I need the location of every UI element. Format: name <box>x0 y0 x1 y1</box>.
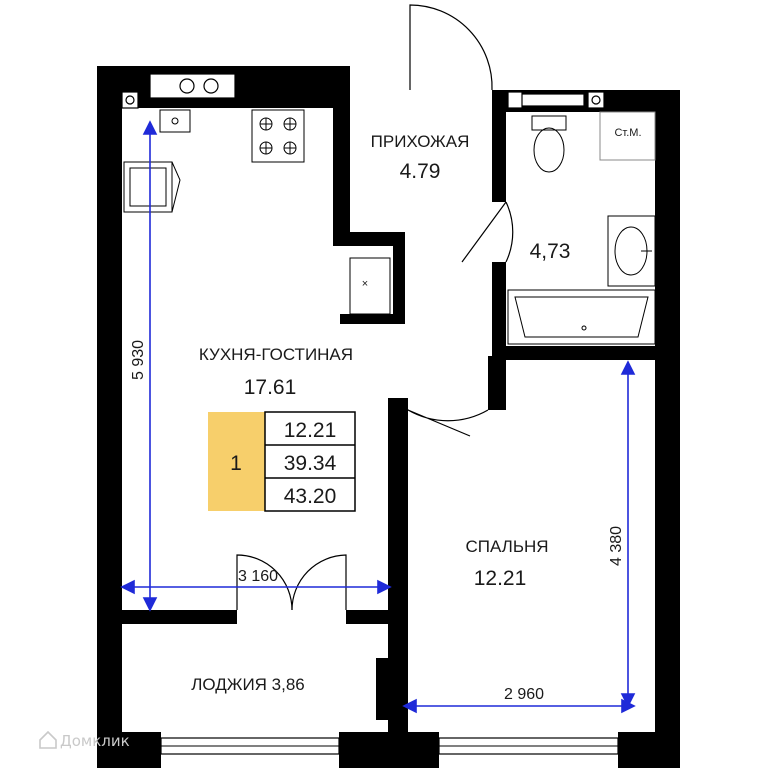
dim-bedroom-height: 4 380 <box>608 526 625 566</box>
kitchen-living-name: КУХНЯ-ГОСТИНАЯ <box>199 345 353 364</box>
washer <box>599 111 656 161</box>
wall-bedroom-left <box>388 398 408 768</box>
bedroom-door <box>407 409 489 437</box>
kitchen-living-area: 17.61 <box>244 376 297 399</box>
bath-sink <box>607 215 656 287</box>
house-icon <box>39 730 57 749</box>
stove-burner-top <box>179 78 195 94</box>
window-sills <box>161 745 618 747</box>
wall-bedroom-door-right <box>488 356 506 410</box>
fridge <box>123 161 173 213</box>
wall-bath-hall-lower <box>492 262 506 354</box>
dim-bedroom-width: 2 960 <box>504 686 544 703</box>
dimension-lines <box>120 120 636 714</box>
area-wo-loggia: 39.34 <box>284 452 337 475</box>
wall-loggia-block <box>376 658 392 720</box>
wall-bottom-right <box>618 732 680 768</box>
wall-right <box>655 90 680 768</box>
walls <box>97 66 680 768</box>
entrance-door <box>409 4 493 91</box>
wall-niche-right <box>393 232 405 324</box>
windows <box>121 73 619 755</box>
vent-box-bath-1 <box>507 91 523 109</box>
dim-kitchen-height: 5 930 <box>130 340 147 380</box>
washer-label: Ст.М. <box>614 127 641 139</box>
toilet-tank <box>531 115 567 131</box>
wall-left <box>97 66 122 768</box>
bedroom-area: 12.21 <box>474 567 527 590</box>
watermark: Домклик <box>39 730 130 750</box>
watermark-text: Домклик <box>60 732 130 750</box>
living-area: 12.21 <box>284 419 337 442</box>
vent-circle-kitchen <box>125 95 135 105</box>
vent-circle-bath <box>591 95 601 105</box>
wall-hall-left <box>333 90 350 245</box>
hallway-name: ПРИХОЖАЯ <box>371 132 470 151</box>
wall-bottom-mid <box>339 732 439 768</box>
wall-niche-top <box>333 232 405 246</box>
vent-niche <box>349 257 391 315</box>
rooms-count-cell <box>208 412 265 511</box>
bathroom-area: 4,73 <box>530 240 571 263</box>
kitchen-sink <box>159 109 191 133</box>
loggia-door-right <box>291 554 347 611</box>
bathroom-door <box>461 201 514 263</box>
stove <box>251 109 305 163</box>
total-area: 43.20 <box>284 485 337 508</box>
fixtures <box>123 109 656 345</box>
wall-loggia-top-left <box>97 610 237 624</box>
window-bath <box>517 93 585 107</box>
loggia-name: ЛОДЖИЯ 3,86 <box>191 675 305 694</box>
stove-burner-top-2 <box>203 78 219 94</box>
toilet-bowl <box>533 127 565 173</box>
summary-badge: 1 12.21 39.34 43.20 <box>208 411 356 512</box>
rooms-count: 1 <box>230 452 242 475</box>
doors <box>236 4 514 611</box>
wall-bottom-left <box>97 732 161 768</box>
bedroom-name: СПАЛЬНЯ <box>465 537 548 556</box>
room-labels: ПРИХОЖАЯ 4.79 4,73 Ст.М. КУХНЯ-ГОСТИНАЯ … <box>191 127 641 694</box>
bathtub <box>507 289 656 345</box>
wall-bath-bottom <box>492 346 680 360</box>
loggia-door-left <box>236 554 293 611</box>
kitchen-sink-drain <box>171 117 179 125</box>
wall-loggia-top-right <box>346 610 406 624</box>
vent-mark: × <box>362 278 368 290</box>
dimension-labels: 5 930 3 160 4 380 2 960 <box>130 340 625 703</box>
wall-niche-bottom <box>340 314 405 324</box>
wall-bath-hall-upper <box>492 90 506 202</box>
dim-kitchen-width: 3 160 <box>238 568 278 585</box>
hallway-area: 4.79 <box>400 160 441 183</box>
